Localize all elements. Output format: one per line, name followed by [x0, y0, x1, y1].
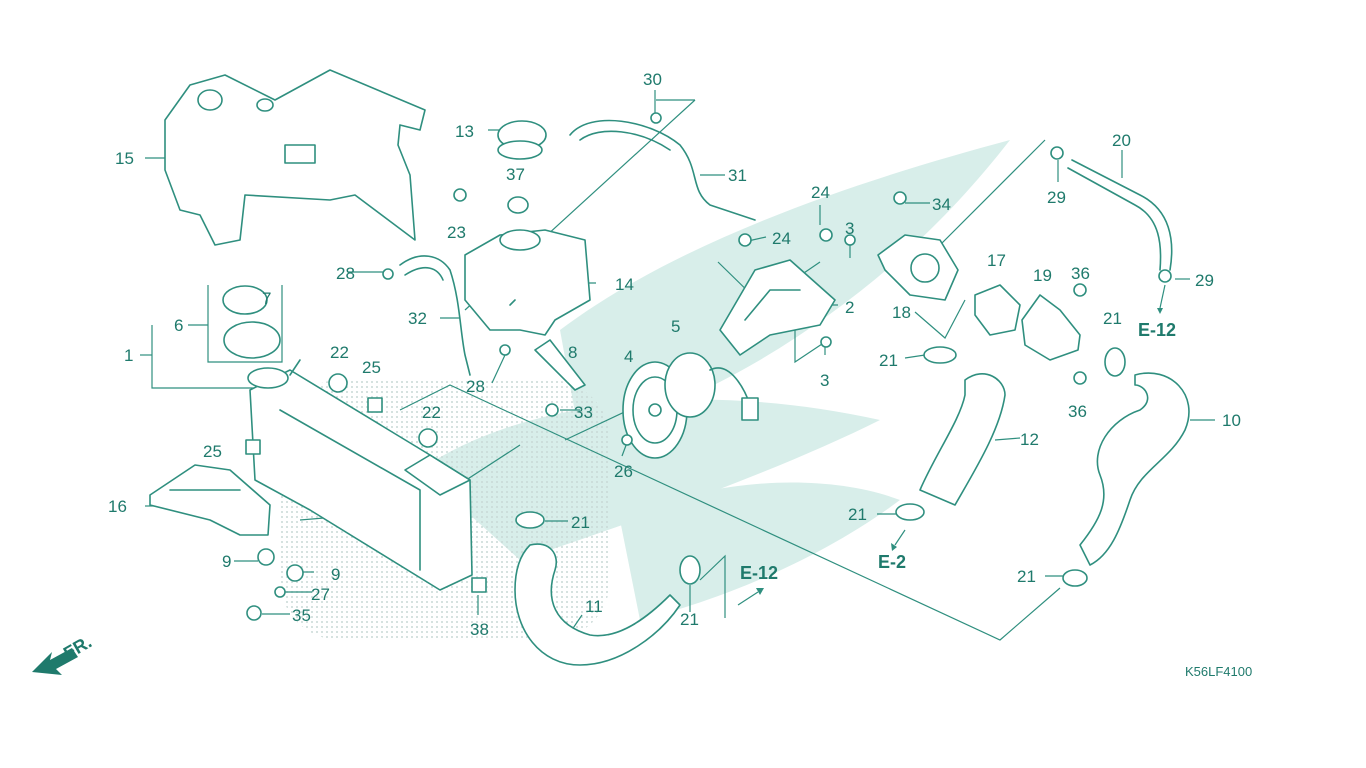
- callout-29: 29: [1047, 188, 1066, 207]
- callout-1: 1: [124, 346, 133, 365]
- part-32-siphon-tube: [399, 255, 471, 376]
- callout-15: 15: [115, 149, 134, 168]
- callout-28: 28: [466, 377, 485, 396]
- callout-21: 21: [1017, 567, 1036, 586]
- callout-3: 3: [845, 219, 854, 238]
- callout-22: 22: [330, 343, 349, 362]
- part-16-lower-guard: [149, 464, 271, 536]
- callout-24: 24: [772, 229, 791, 248]
- part-8-bracket: [534, 339, 586, 391]
- callout-3: 3: [820, 371, 829, 390]
- hose-clamps: [515, 346, 1126, 587]
- part-5-fan-motor: [664, 352, 759, 421]
- callout-4: 4: [624, 347, 633, 366]
- callout-36: 36: [1071, 264, 1090, 283]
- ref-e12-top: E-12: [1138, 320, 1176, 340]
- callout-8: 8: [568, 343, 577, 362]
- callout-16: 16: [108, 497, 127, 516]
- callout-labels: 1 2 3 3 4 5 6 7 8 9 9 10 11 12 13 14 15 …: [108, 70, 1241, 639]
- part-10-hose: [1079, 372, 1190, 566]
- callout-37: 37: [506, 165, 525, 184]
- part-18-thermostat-housing: [877, 234, 959, 301]
- part-2-fan-shroud: [719, 259, 836, 356]
- callout-29: 29: [1195, 271, 1214, 290]
- small-fasteners: [245, 112, 1172, 621]
- callout-24: 24: [811, 183, 830, 202]
- front-arrow-icon: [32, 648, 78, 675]
- diagram-code: K56LF4100: [1185, 664, 1252, 679]
- part-6-7-radiator-cap: [222, 285, 281, 359]
- callout-31: 31: [728, 166, 747, 185]
- callout-21: 21: [571, 513, 590, 532]
- reference-arrows: [737, 284, 1166, 606]
- part-15-radiator-shroud: [164, 69, 426, 246]
- callout-23: 23: [447, 223, 466, 242]
- callout-6: 6: [174, 316, 183, 335]
- part-31-overflow-tube: [569, 119, 756, 221]
- callout-22: 22: [422, 403, 441, 422]
- part-13-reserve-cap: [497, 120, 547, 160]
- callout-7: 7: [262, 289, 271, 308]
- callout-32: 32: [408, 309, 427, 328]
- part-11-hose: [514, 543, 681, 666]
- callout-21: 21: [680, 610, 699, 629]
- callout-38: 38: [470, 620, 489, 639]
- callout-5: 5: [671, 317, 680, 336]
- callout-26: 26: [614, 462, 633, 481]
- callout-11: 11: [585, 597, 603, 616]
- callout-33: 33: [574, 403, 593, 422]
- part-20-bypass-tube: [1067, 159, 1173, 271]
- callout-21: 21: [1103, 309, 1122, 328]
- callout-2: 2: [845, 298, 854, 317]
- part-1-radiator: [247, 359, 473, 591]
- ref-e2: E-2: [878, 552, 906, 572]
- callout-9: 9: [222, 552, 231, 571]
- callout-10: 10: [1222, 411, 1241, 430]
- callout-25: 25: [203, 442, 222, 461]
- callout-27: 27: [311, 585, 330, 604]
- part-37-seal: [507, 196, 529, 214]
- part-19-thermostat-cover: [1021, 294, 1081, 361]
- callout-25: 25: [362, 358, 381, 377]
- callout-9: 9: [331, 565, 340, 584]
- callout-13: 13: [455, 122, 474, 141]
- callout-28: 28: [336, 264, 355, 283]
- part-12-hose: [919, 373, 1006, 506]
- callout-21: 21: [848, 505, 867, 524]
- callout-35: 35: [292, 606, 311, 625]
- callout-14: 14: [615, 275, 634, 294]
- ref-e12-bottom: E-12: [740, 563, 778, 583]
- callout-17: 17: [987, 251, 1006, 270]
- callout-20: 20: [1112, 131, 1131, 150]
- part-17-thermostat: [974, 284, 1021, 336]
- callout-34: 34: [932, 195, 951, 214]
- callout-19: 19: [1033, 266, 1052, 285]
- callout-36: 36: [1068, 402, 1087, 421]
- callout-12: 12: [1020, 430, 1039, 449]
- part-14-reserve-tank: [464, 229, 591, 336]
- callout-21: 21: [879, 351, 898, 370]
- callout-30: 30: [643, 70, 662, 89]
- callout-18: 18: [892, 303, 911, 322]
